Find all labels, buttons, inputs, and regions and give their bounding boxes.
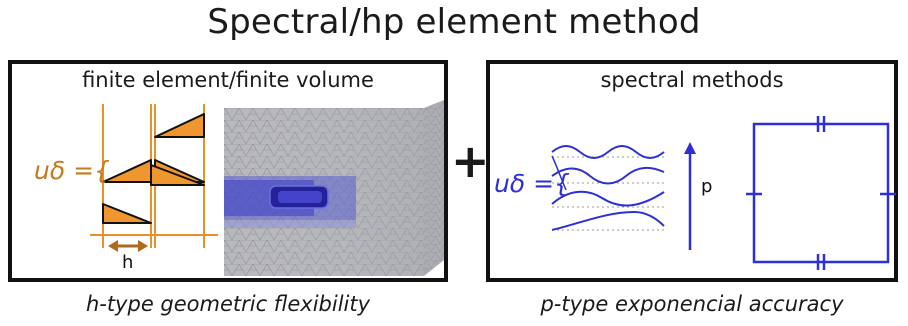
triangle-mid-right-lower: [150, 164, 205, 186]
finite-element-panel-title: finite element/finite volume: [82, 68, 374, 92]
spectral-element-square: [746, 116, 896, 270]
spectral-panel-title: spectral methods: [600, 68, 784, 92]
mode-1: [551, 145, 665, 159]
page-title: Spectral/hp element method: [207, 2, 701, 42]
u-delta-label-left: uδ ={: [34, 156, 110, 185]
triangle-bottom-left: [102, 203, 152, 224]
h-dimension-arrow: [108, 240, 148, 252]
triangle-mid-left: [102, 159, 152, 183]
mode-4: [551, 210, 665, 231]
mode-2: [551, 166, 665, 185]
plus-sign: +: [451, 134, 490, 188]
finite-element-panel: finite element/finite volume uδ ={ h: [8, 60, 448, 282]
spectral-modes: [551, 145, 665, 231]
h-label: h: [122, 252, 133, 273]
spectral-panel: spectral methods uδ ={ p: [486, 60, 898, 282]
p-label: p: [701, 176, 712, 197]
spectral-diagram: uδ ={ p: [494, 116, 896, 270]
mesh-render-image: [224, 100, 444, 276]
finite-element-diagram: uδ ={ h: [34, 100, 444, 276]
left-caption: h-type geometric flexibility: [85, 292, 371, 316]
shape-function-triangles: [102, 113, 205, 224]
triangle-top-right: [154, 113, 205, 138]
right-caption: p-type exponencial accuracy: [540, 292, 844, 316]
mode-3: [551, 190, 665, 207]
mesh-side-face: [424, 100, 444, 276]
p-arrow: [684, 142, 696, 250]
